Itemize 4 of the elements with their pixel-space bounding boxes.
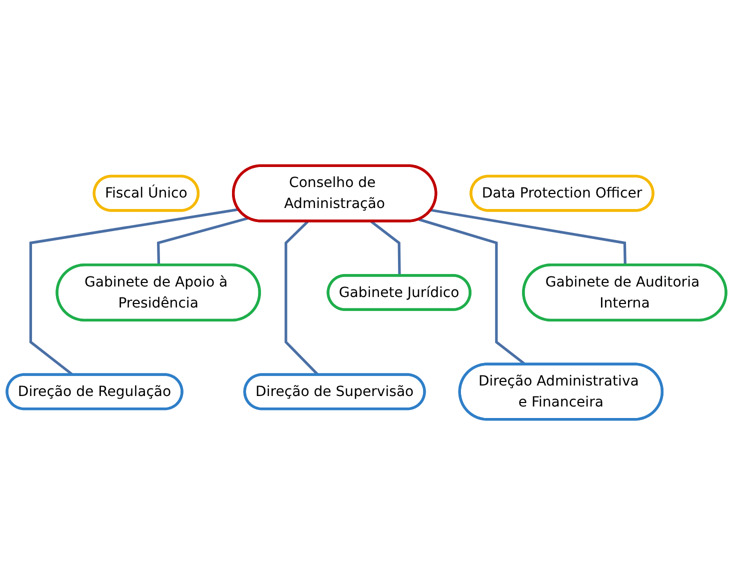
- connector: [284, 220, 320, 376]
- connector: [156, 216, 249, 266]
- connector: [370, 220, 401, 276]
- connector: [430, 208, 626, 266]
